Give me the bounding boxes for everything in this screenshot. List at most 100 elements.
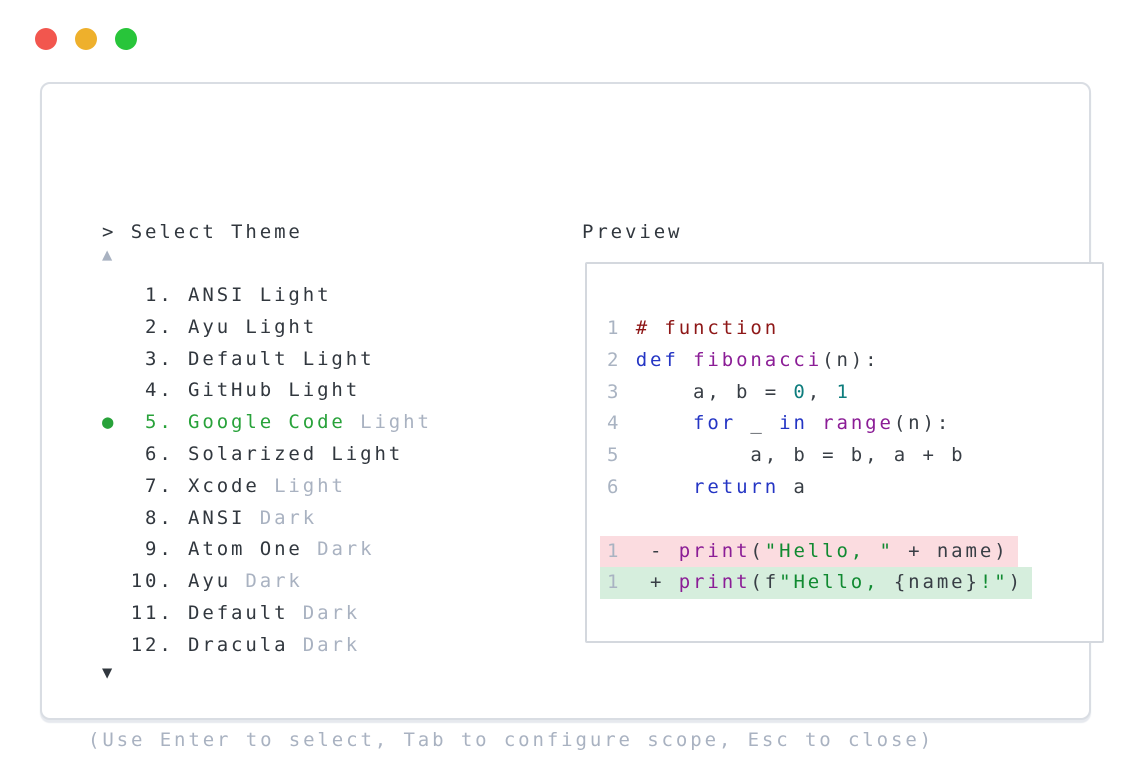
line-number: 4: [607, 412, 636, 435]
line-number: 2: [607, 348, 636, 371]
theme-option-1[interactable]: 1. ANSI Light: [102, 280, 432, 312]
help-text: (Use Enter to select, Tab to configure s…: [88, 729, 934, 751]
scroll-up-icon[interactable]: ▲: [102, 245, 113, 265]
theme-picker-dialog: > Select Theme ▲ 1. ANSI Light 2. Ayu Li…: [40, 82, 1104, 751]
close-button[interactable]: [35, 28, 57, 50]
theme-option-10[interactable]: 10. Ayu Dark: [102, 566, 432, 598]
diff-addition-highlight: 1 + print(f"Hello, {name}!"): [600, 567, 1032, 600]
code-token: (n):: [822, 348, 880, 371]
option-prefix: [102, 443, 131, 465]
code-token: "Hello, ": [764, 539, 894, 562]
option-label: 1. ANSI Light: [130, 284, 332, 306]
theme-option-3[interactable]: 3. Default Light: [102, 344, 432, 376]
code-token: for: [693, 412, 737, 435]
theme-list: 1. ANSI Light 2. Ayu Light 3. Default Li…: [102, 280, 432, 662]
theme-option-9[interactable]: 9. Atom One Dark: [102, 534, 432, 566]
option-variant-label: Light: [259, 474, 346, 497]
option-label: 11. Default: [130, 601, 289, 624]
selected-indicator-icon: ●: [102, 411, 131, 434]
code-token: + name): [893, 539, 1009, 562]
minimize-button[interactable]: [75, 28, 97, 50]
line-number: 6: [607, 475, 636, 498]
code-token: (n):: [893, 412, 952, 435]
theme-option-12[interactable]: 12. Dracula Dark: [102, 630, 432, 662]
option-prefix: [102, 284, 131, 306]
option-prefix: [102, 507, 131, 529]
option-label: 2. Ayu Light: [130, 315, 318, 338]
option-label: 3. Default Light: [130, 347, 375, 370]
option-label: 6. Solarized Light: [130, 442, 404, 465]
blank-line: [607, 504, 1032, 536]
option-label: 7. Xcode: [130, 474, 260, 497]
code-token: _: [736, 412, 780, 435]
theme-option-11[interactable]: 11. Default Dark: [102, 598, 432, 630]
code-line: 1 # function: [607, 313, 1032, 345]
option-label: 12. Dracula: [130, 633, 289, 656]
code-token: a: [779, 475, 808, 498]
code-line: 3 a, b = 0, 1: [607, 377, 1032, 409]
code-token: [808, 412, 822, 434]
option-label: 9. Atom One: [130, 538, 303, 561]
option-variant-label: Light: [345, 411, 432, 434]
option-prefix: [102, 602, 131, 624]
scroll-down-icon[interactable]: ▼: [102, 663, 113, 683]
code-token: a, b =: [635, 380, 794, 403]
theme-option-6[interactable]: 6. Solarized Light: [102, 439, 432, 471]
code-token: in: [779, 412, 808, 435]
zoom-button[interactable]: [115, 28, 137, 50]
option-prefix: [102, 475, 131, 497]
code-token: print: [678, 539, 751, 562]
code-token: ): [1008, 571, 1023, 594]
code-token: a, b = b, a + b: [635, 444, 966, 467]
line-number: 3: [607, 380, 636, 403]
theme-option-4[interactable]: 4. GitHub Light: [102, 375, 432, 407]
code-token: 1: [836, 380, 851, 403]
code-token: {name}: [893, 571, 980, 594]
diff-deletion-highlight: 1 - print("Hello, " + name): [600, 535, 1018, 568]
option-label: 10. Ayu: [130, 570, 232, 593]
code-token: def: [635, 348, 679, 371]
code-token: return: [693, 475, 780, 498]
dialog-prompt: > Select Theme: [102, 217, 303, 249]
option-variant-label: Dark: [288, 633, 361, 656]
line-number: 1: [607, 539, 636, 562]
diff-addition-line: 1 + print(f"Hello, {name}!"): [600, 567, 1032, 600]
option-variant-label: Dark: [288, 601, 361, 624]
code-token: !": [979, 571, 1009, 594]
theme-option-7[interactable]: 7. Xcode Light: [102, 471, 432, 503]
code-token: range: [822, 412, 894, 435]
option-prefix: [102, 379, 131, 401]
theme-option-2[interactable]: 2. Ayu Light: [102, 312, 432, 344]
theme-option-8[interactable]: 8. ANSI Dark: [102, 503, 432, 535]
code-token: [636, 476, 693, 498]
diff-deletion-line: 1 - print("Hello, " + name): [600, 535, 1032, 568]
code-token: (f: [750, 571, 780, 594]
code-line: 4 for _ in range(n):: [607, 408, 1032, 440]
option-label: 5. Google Code: [130, 411, 346, 434]
code-token: 0: [793, 380, 808, 403]
theme-option-5[interactable]: ● 5. Google Code Light: [102, 407, 432, 439]
line-number: 5: [607, 444, 636, 467]
line-number: 1: [607, 571, 636, 594]
option-variant-label: Dark: [302, 538, 375, 561]
page-title: Select Theme: [130, 221, 303, 243]
code-line: 5 a, b = b, a + b: [607, 440, 1032, 472]
option-prefix: [102, 634, 131, 656]
prompt-symbol: >: [102, 221, 117, 243]
code-line: 2 def fibonacci(n):: [607, 345, 1032, 377]
option-label: 4. GitHub Light: [130, 379, 361, 402]
code-token: print: [678, 571, 751, 594]
code-token: # function: [635, 317, 780, 339]
line-number: 1: [607, 317, 636, 339]
option-prefix: [102, 570, 131, 592]
code-token: [636, 412, 693, 434]
option-label: 8. ANSI: [130, 506, 246, 529]
code-line: 6 return a: [607, 472, 1032, 504]
code-token: [679, 349, 693, 371]
code-token: "Hello,: [779, 571, 894, 594]
option-prefix: [102, 538, 131, 560]
preview-label: Preview: [582, 221, 683, 243]
